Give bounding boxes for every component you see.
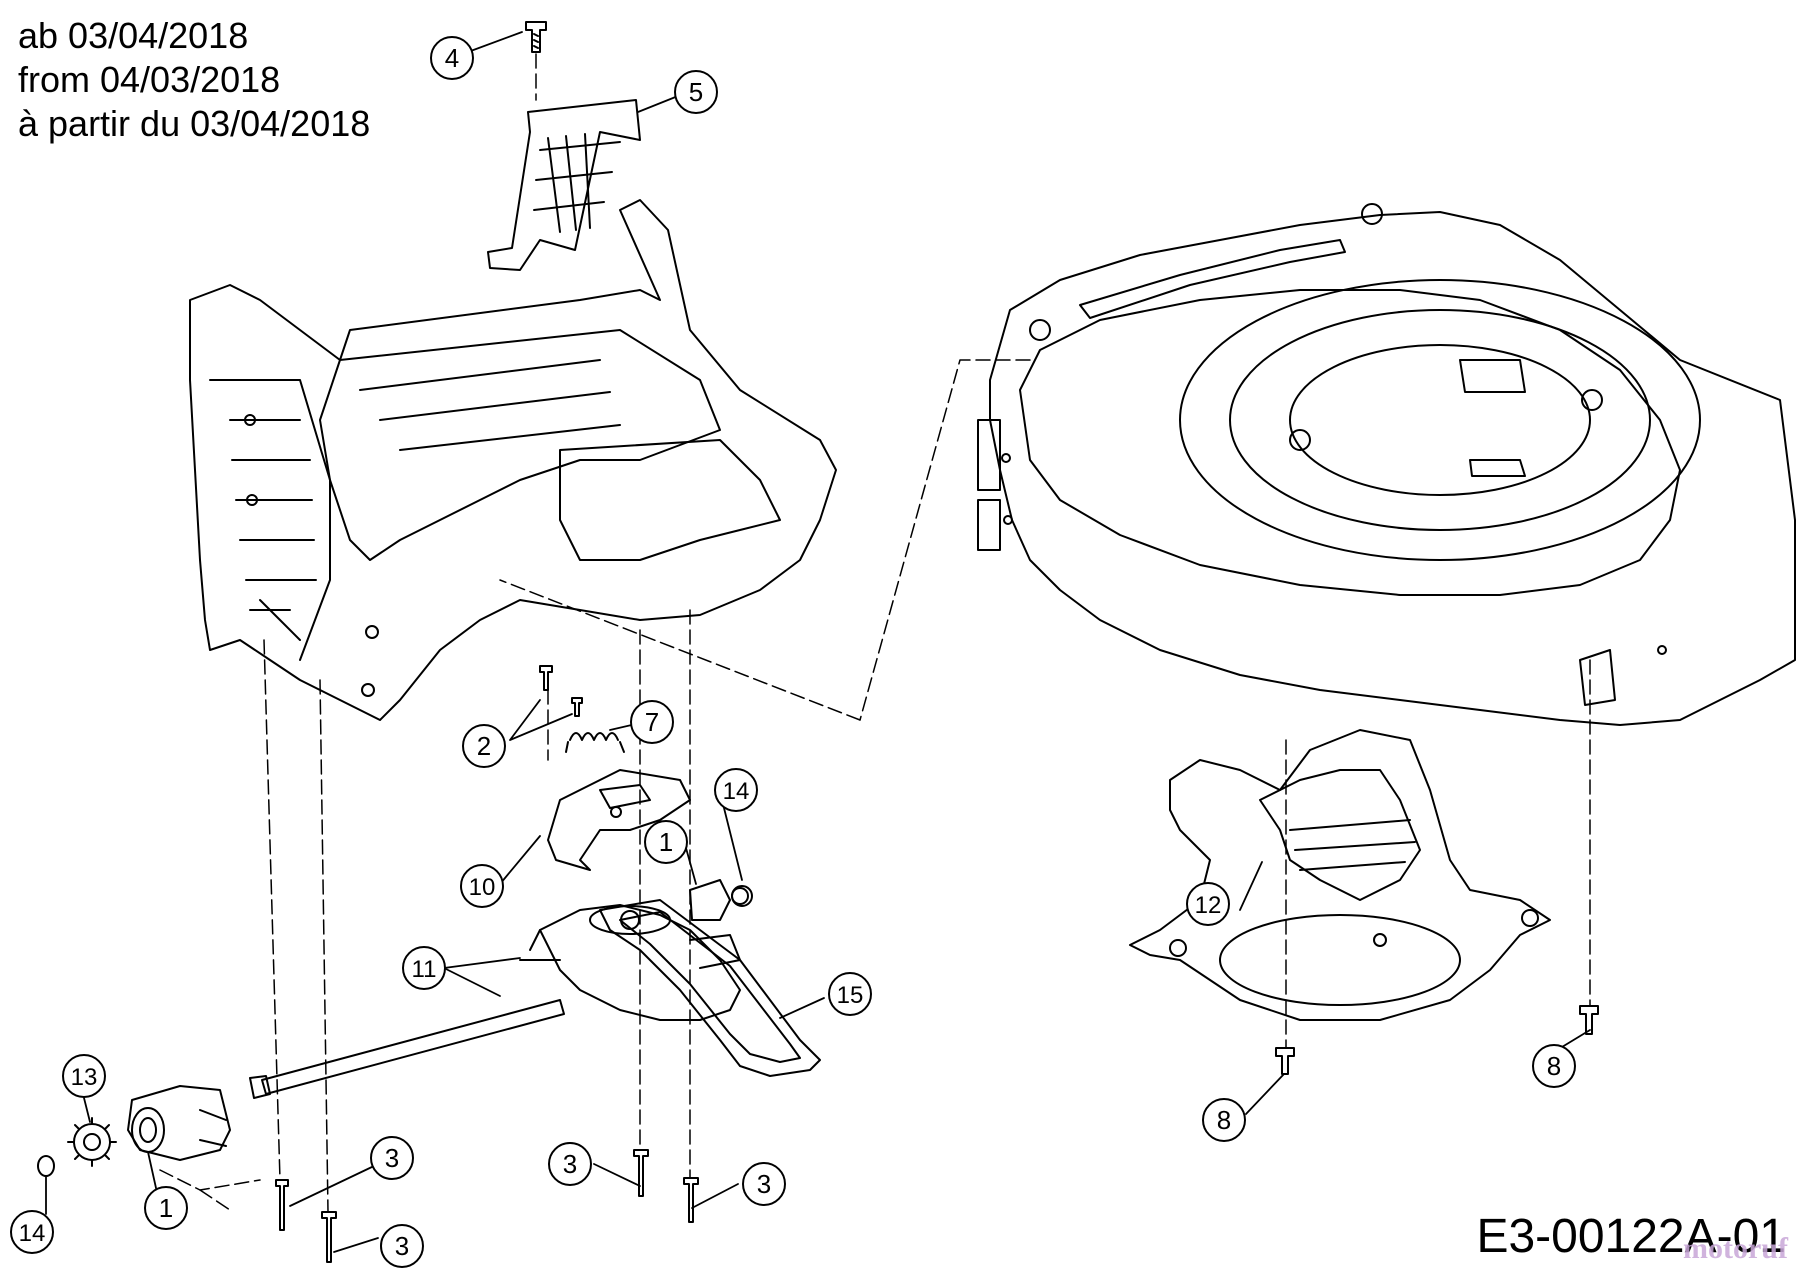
callout-number: 2 [477,731,491,761]
drive-shaft [249,999,565,1099]
rear-frame-housing [189,199,837,721]
callout-number: 3 [395,1231,409,1261]
validity-line-de: ab 03/04/2018 [18,15,249,56]
callout-number: 8 [1217,1105,1231,1135]
callout-8: 8 [1202,1098,1246,1142]
callout-circle [462,724,506,768]
deflector-screws-part-8 [1275,1005,1599,1075]
cap-nut-part-14 [37,1155,55,1177]
callout-number: 3 [385,1143,399,1173]
callout-8: 8 [1532,1044,1576,1088]
callout-circle [380,1224,424,1268]
callout-circle [1202,1098,1246,1142]
callout-number: 3 [563,1149,577,1179]
callout-14: 14 [714,768,758,812]
callout-circle [430,36,474,80]
watermark-logo: motoruf [1683,1232,1788,1265]
callout-2: 2 [462,724,506,768]
spring-part [565,732,625,753]
callout-circle [630,700,674,744]
callout-circle [742,1162,786,1206]
pinion-gear [67,1117,117,1167]
drive-belt [599,899,821,1077]
callout-3: 3 [742,1162,786,1206]
callout-number: 8 [1547,1051,1561,1081]
callout-3: 3 [548,1142,592,1186]
callout-number: 3 [757,1169,771,1199]
callout-number: 7 [645,707,659,737]
callout-10: 10 [460,864,504,908]
callout-15: 15 [828,972,872,1016]
callout-number: 13 [71,1064,98,1091]
nut-part-14-upper [731,885,753,907]
callout-number: 1 [659,827,673,857]
callout-circle [144,1186,188,1230]
callout-14: 14 [10,1210,54,1254]
callout-4: 4 [430,36,474,80]
drawing-code: E3-00122A-01 [1476,1210,1786,1263]
wheel-bearing-block [127,1085,231,1161]
callout-leader-lines [45,31,1591,1253]
callout-number: 14 [723,778,750,805]
callout-number: 15 [837,982,864,1009]
callout-number: 11 [412,956,437,983]
screws-part-2 [539,665,583,717]
validity-line-fr: à partir du 03/04/2018 [18,103,371,144]
validity-line-en: from 04/03/2018 [18,59,281,100]
callout-circle [1186,882,1230,926]
validity-date-header: ab 03/04/2018 from 04/03/2018 à partir d… [18,14,370,146]
callout-circle [402,946,446,990]
assembly-alignment-lines [159,53,1591,1213]
callout-circle [644,820,688,864]
callout-1: 1 [644,820,688,864]
callout-circle [714,768,758,812]
callout-circle [460,864,504,908]
callout-1: 1 [144,1186,188,1230]
callout-12: 12 [1186,882,1230,926]
callout-5: 5 [674,70,718,114]
callout-circle [1532,1044,1576,1088]
callout-number: 10 [469,874,496,901]
callout-circle [370,1136,414,1180]
callout-circle [10,1210,54,1254]
callout-circle [828,972,872,1016]
long-bolts-part-3 [275,1149,699,1263]
callout-3: 3 [380,1224,424,1268]
discharge-deflector [1129,729,1551,1021]
handle-bracket-part [487,99,641,271]
callout-3: 3 [370,1136,414,1180]
callout-number: 5 [689,77,703,107]
callout-circle [548,1142,592,1186]
bolt-part-4 [525,21,547,53]
callout-number: 14 [19,1220,46,1247]
callout-number: 12 [1195,892,1222,919]
callout-13: 13 [62,1054,106,1098]
mower-deck [977,203,1796,726]
callout-number: 1 [159,1193,173,1223]
callout-11: 11 [402,946,446,990]
callout-7: 7 [630,700,674,744]
callout-circle [674,70,718,114]
callout-number: 4 [445,43,459,73]
callout-circle [62,1054,106,1098]
lever-bracket [547,769,691,871]
